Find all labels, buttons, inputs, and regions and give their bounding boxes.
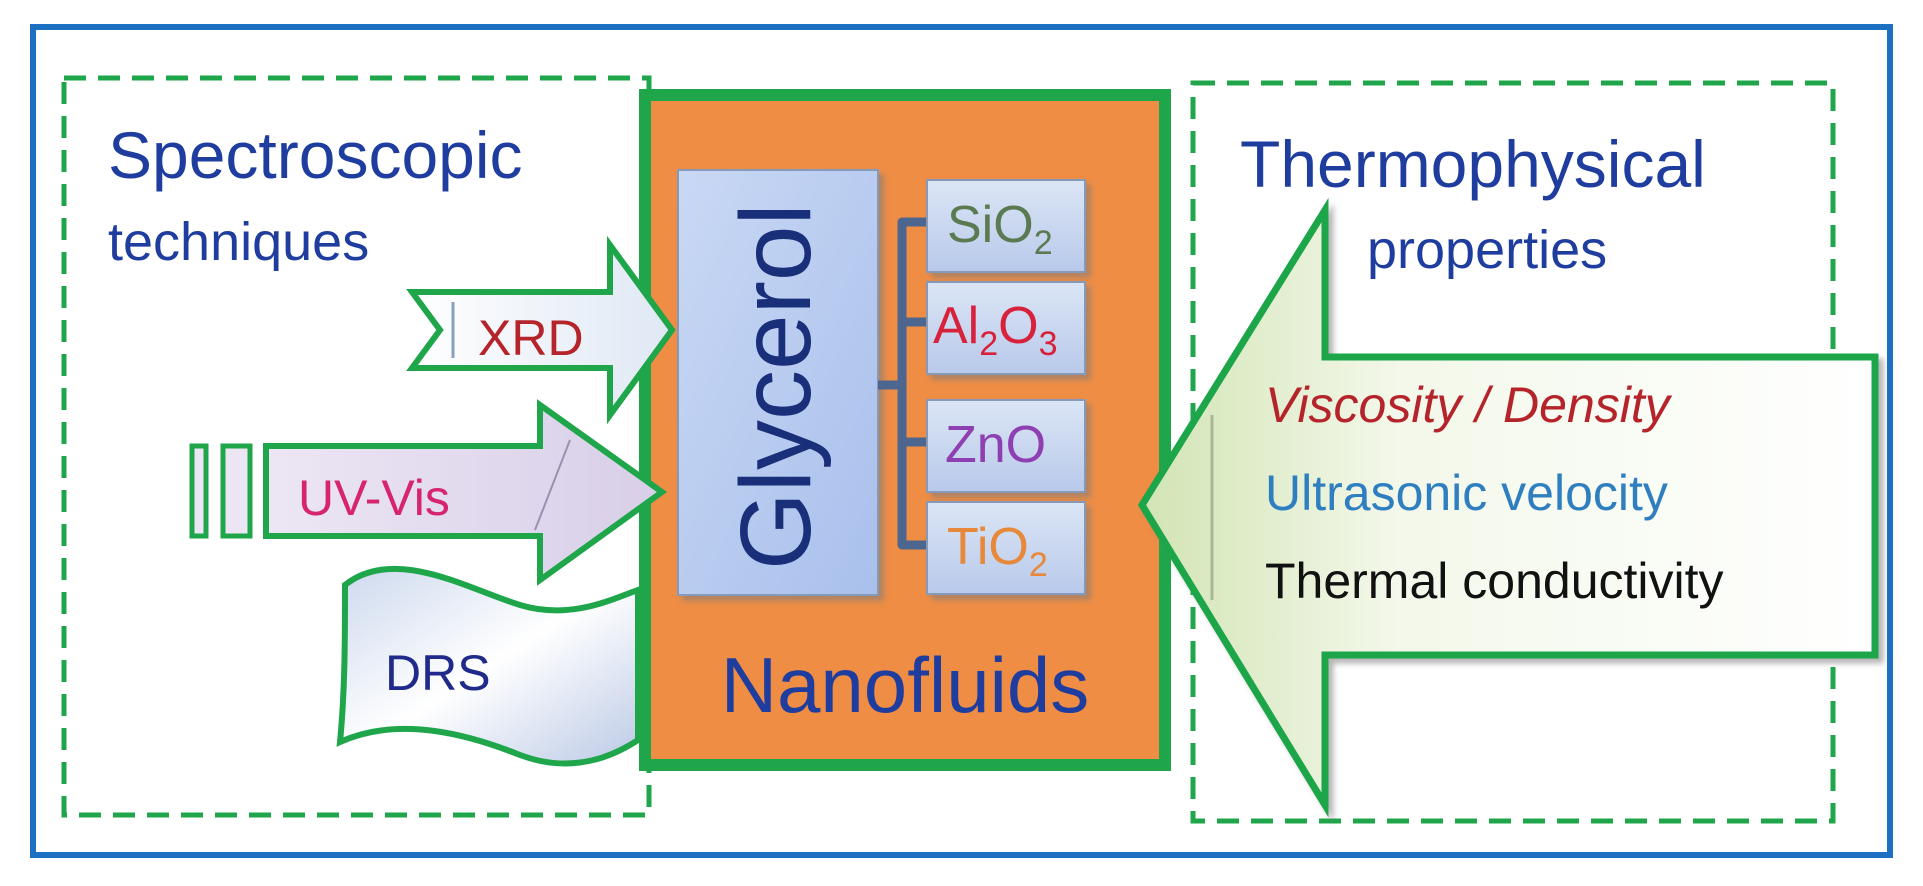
xrd-arrow bbox=[406, 235, 676, 425]
drs-label: DRS bbox=[385, 645, 491, 701]
right-panel-title-line1: Thermophysical bbox=[1240, 127, 1706, 201]
nanoparticle-sio2: SiO2 bbox=[926, 179, 1086, 273]
nanoparticle-box bbox=[926, 399, 1086, 493]
glycerol-label: Glycerol bbox=[720, 203, 832, 570]
nanoparticle-box bbox=[926, 501, 1086, 595]
nanoparticle-box bbox=[926, 179, 1086, 273]
formula-subscript: 2 bbox=[1034, 224, 1053, 262]
property-viscosity-density: Viscosity / Density bbox=[1265, 377, 1673, 433]
nanofluids-title: Nanofluids bbox=[721, 641, 1090, 729]
uvvis-tail-bar-2 bbox=[220, 443, 253, 539]
uvvis-label: UV-Vis bbox=[298, 470, 450, 526]
nanoparticle-label-tio2: TiO2 bbox=[947, 518, 1048, 584]
formula-base: SiO bbox=[947, 196, 1034, 254]
xrd-label: XRD bbox=[478, 310, 584, 366]
left-panel-title-line1: Spectroscopic bbox=[108, 118, 523, 192]
nanoparticle-label-al2o3: Al2O3 bbox=[933, 297, 1058, 363]
formula-mid: O bbox=[998, 297, 1038, 355]
formula-base: Al bbox=[933, 297, 979, 355]
property-thermal-conductivity: Thermal conductivity bbox=[1265, 553, 1724, 609]
formula-base: TiO bbox=[947, 518, 1029, 576]
nanoparticle-zno: ZnO bbox=[926, 399, 1086, 493]
right-panel-title-line2: properties bbox=[1367, 220, 1607, 280]
uvvis-arrow-shade-line bbox=[534, 439, 571, 531]
nanoparticle-label-sio2: SiO2 bbox=[947, 196, 1053, 262]
nanoparticle-box bbox=[926, 281, 1086, 375]
nanoparticle-label-zno: ZnO bbox=[945, 416, 1046, 474]
glycerol-box bbox=[677, 169, 879, 596]
nanoparticle-tio2: TiO2 bbox=[926, 501, 1086, 595]
formula-subscript: 2 bbox=[979, 325, 998, 363]
property-ultrasonic-velocity: Ultrasonic velocity bbox=[1265, 465, 1668, 521]
uvvis-tail-bar-1 bbox=[189, 443, 209, 539]
nanoparticle-al2o3: Al2O3 bbox=[926, 281, 1086, 375]
uvvis-arrow bbox=[263, 399, 668, 586]
properties-arrow bbox=[1137, 197, 1879, 818]
drs-wave-shape bbox=[336, 565, 641, 767]
formula-subscript: 2 bbox=[1029, 546, 1048, 584]
formula-subscript-2: 3 bbox=[1039, 325, 1058, 363]
bracket-connector bbox=[878, 217, 928, 550]
left-panel-title-line2: techniques bbox=[108, 212, 369, 272]
